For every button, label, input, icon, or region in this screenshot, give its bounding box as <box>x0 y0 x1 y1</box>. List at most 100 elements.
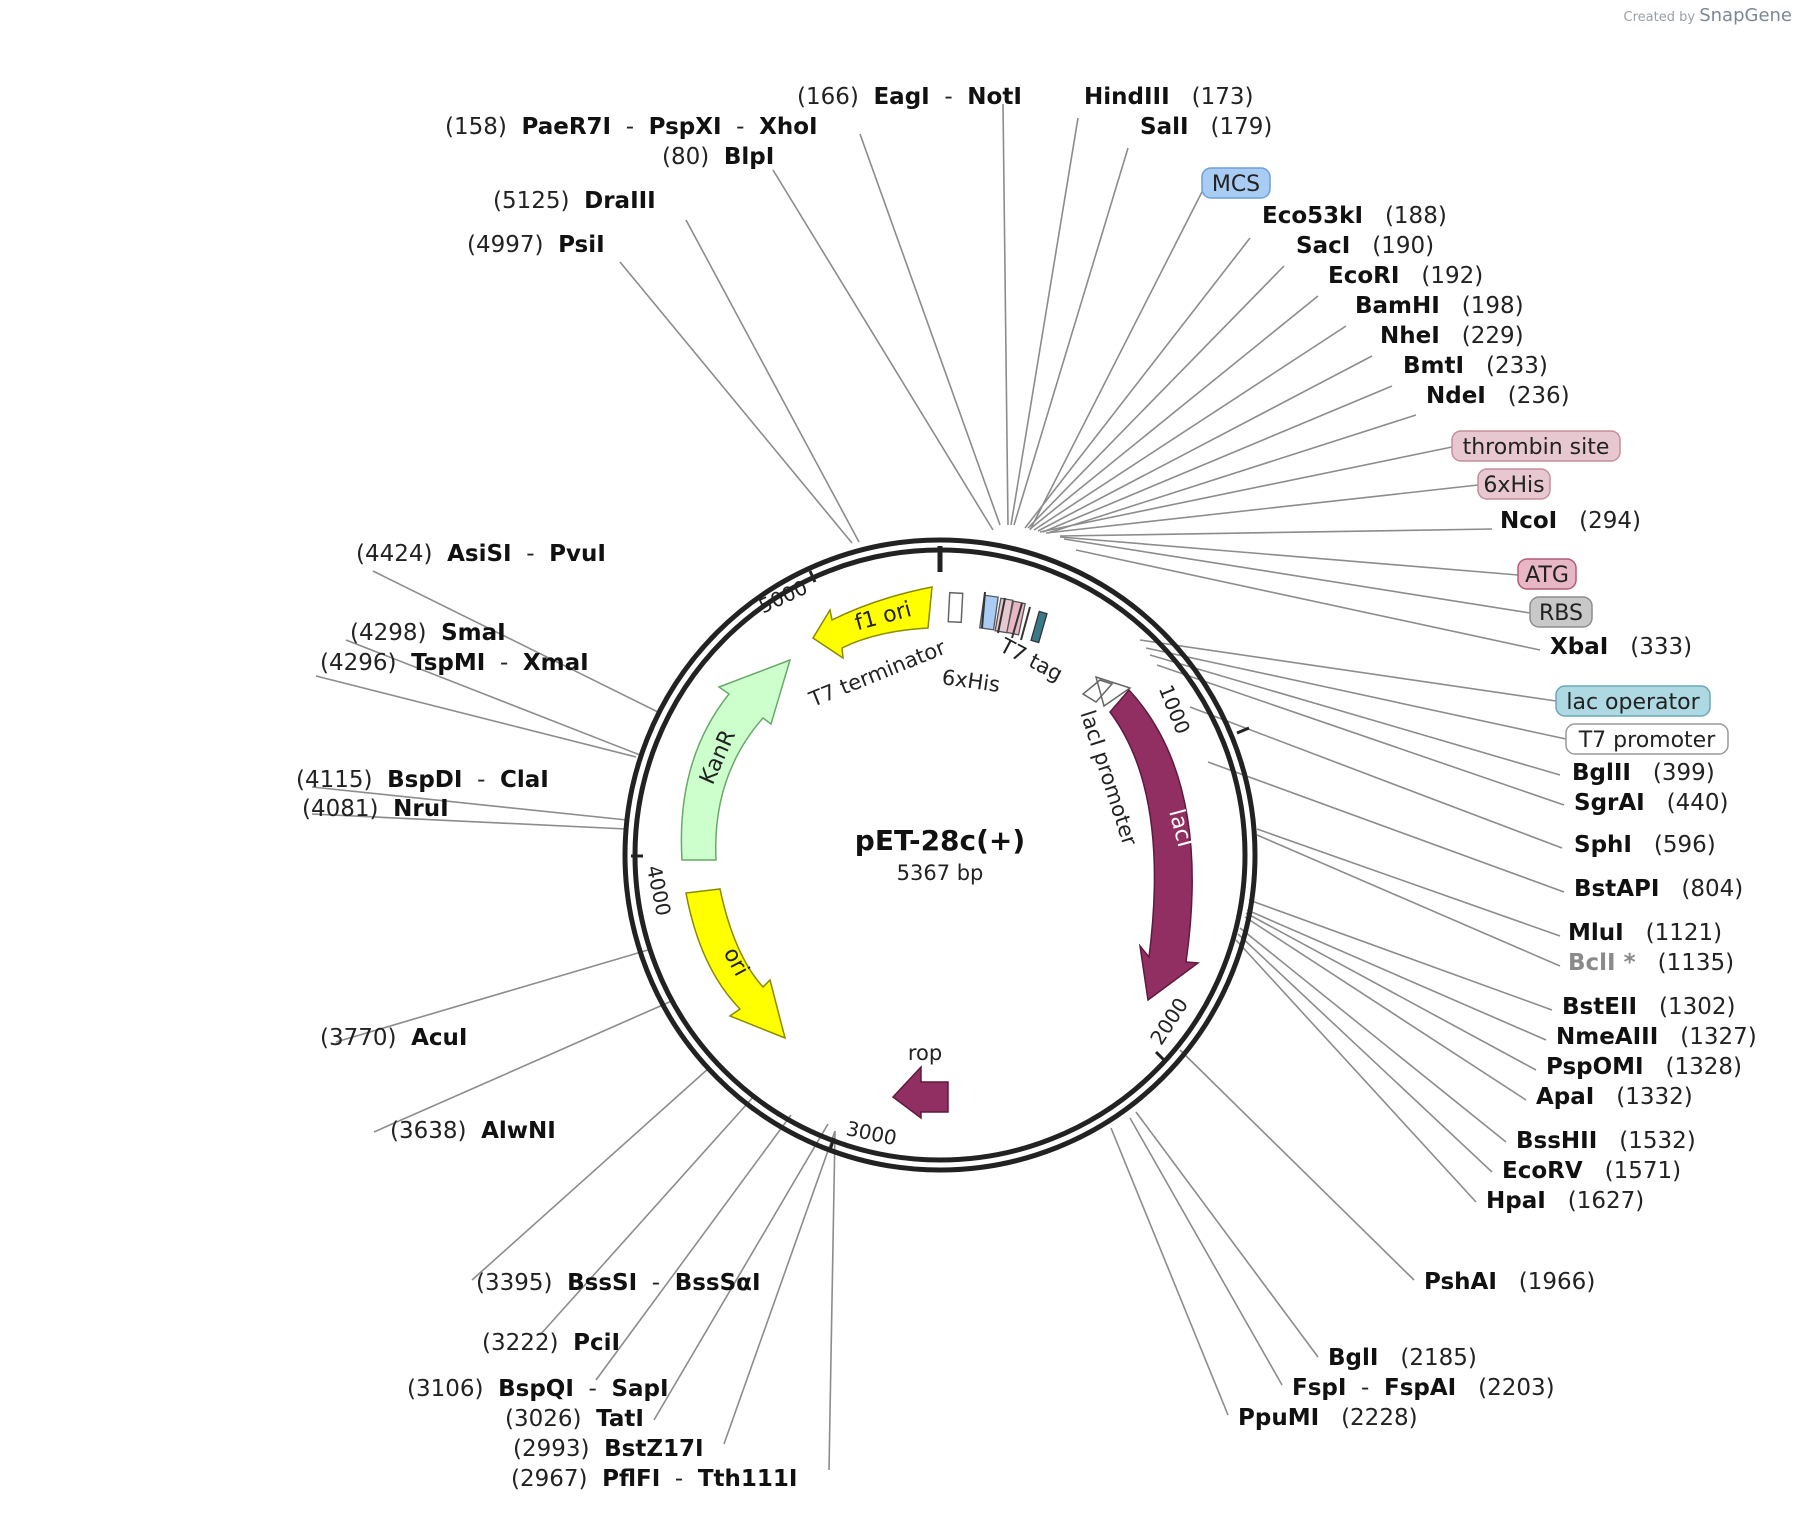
f1-ori-arrow <box>811 586 933 660</box>
rop-label: rop <box>908 1041 942 1065</box>
feature-leader-line <box>1029 185 1206 531</box>
site-leader-line <box>1059 528 1493 537</box>
site-leader-line <box>619 261 853 544</box>
restriction-site-label: SphI (596) <box>1574 832 1716 858</box>
restriction-site-label: BamHI (198) <box>1355 293 1524 319</box>
snapgene-logo: SnapGene <box>1699 5 1792 26</box>
feature-label-box <box>1565 723 1729 755</box>
restriction-site-label: Eco53kI (188) <box>1262 203 1447 229</box>
restriction-site-label: (3395) BssSI - BssSαI <box>476 1270 761 1296</box>
site-leader-line <box>1033 325 1347 531</box>
feature-label-text: RBS <box>1539 601 1583 626</box>
site-leader-line <box>311 786 628 821</box>
restriction-site-labels: (166) EagI - NotI(158) PaeR7I - PspXI - … <box>296 84 1757 1492</box>
restriction-site-label: NcoI (294) <box>1500 508 1641 534</box>
rop-arrow <box>891 1065 949 1120</box>
site-leader-line <box>1237 933 1493 1173</box>
feature-label-box <box>1517 558 1577 590</box>
restriction-site-label: (166) EagI - NotI <box>797 84 1022 110</box>
site-leader-line <box>372 570 661 714</box>
feature-label-text: thrombin site <box>1463 435 1610 460</box>
site-leader-line <box>1149 654 1561 776</box>
restriction-site-label: NheI (229) <box>1380 323 1524 349</box>
restriction-site-label: FspI - FspAI (2203) <box>1292 1375 1555 1401</box>
restriction-site-label: BglI (2185) <box>1328 1345 1477 1371</box>
site-leader-line <box>311 813 627 830</box>
restriction-site-label: (5125) DraIII <box>493 188 656 214</box>
restriction-site-label: (3026) TatI <box>505 1406 644 1432</box>
site-leader-line <box>1235 939 1477 1203</box>
feature-label-text: MCS <box>1212 172 1260 197</box>
site-leader-line <box>1179 1049 1415 1281</box>
plasmid-name: pET-28c(+) <box>855 824 1025 857</box>
restriction-site-label: HindIII (173) <box>1084 84 1253 110</box>
site-leader-line <box>1037 355 1373 532</box>
restriction-site-label: (4296) TspMI - XmaI <box>320 650 589 676</box>
feature-leader-line <box>1045 484 1479 534</box>
restriction-site-label: BclI * (1135) <box>1568 950 1734 976</box>
restriction-site-label: SgrAI (440) <box>1574 790 1729 816</box>
site-leader-line <box>1075 549 1541 651</box>
site-leader-line <box>685 219 860 543</box>
feature-label-box <box>1555 685 1711 717</box>
feature-label-box <box>1477 468 1551 500</box>
site-leader-line <box>723 1130 836 1445</box>
his-inner-label: 6xHis <box>940 665 1001 697</box>
feature-rop: rop <box>891 1041 949 1120</box>
site-leader-line <box>1244 916 1527 1101</box>
site-leader-line <box>1189 706 1563 849</box>
site-leader-line <box>1002 103 1009 526</box>
lacI-arrow <box>1109 688 1201 1002</box>
site-leader-line <box>315 675 637 758</box>
site-leader-line <box>1129 1117 1283 1386</box>
restriction-site-label: (80) BlpI <box>662 144 774 170</box>
credit-prefix: Created by <box>1623 10 1696 25</box>
restriction-site-label: (2967) PflFI - Tth111I <box>511 1466 797 1492</box>
backbone-outer <box>622 537 1258 1173</box>
t7-terminator-box <box>947 591 964 624</box>
site-leader-line <box>1047 414 1417 534</box>
restriction-site-label: PshAI (1966) <box>1424 1269 1595 1295</box>
site-leader-line <box>1239 927 1507 1143</box>
restriction-site-label: (2993) BstZ17I <box>513 1436 704 1462</box>
site-leader-line <box>1110 1127 1229 1416</box>
feature-leader-line <box>1039 446 1453 533</box>
restriction-site-label: EcoRI (192) <box>1328 263 1483 289</box>
restriction-site-label: SalI (179) <box>1140 114 1272 140</box>
feature-lacI: lacI <box>1109 688 1201 1002</box>
feature-label-text: ATG <box>1525 563 1569 588</box>
restriction-site-label: (4115) BspDI - ClaI <box>296 767 549 793</box>
site-leader-line <box>1013 147 1129 526</box>
restriction-site-label: BmtI (233) <box>1403 353 1548 379</box>
restriction-site-label: (3106) BspQI - SapI <box>407 1376 669 1402</box>
restriction-site-label: MluI (1121) <box>1568 920 1722 946</box>
restriction-site-label: (4298) SmaI <box>350 620 506 646</box>
feature-label-box <box>1201 167 1271 199</box>
site-leader-line <box>335 949 649 1043</box>
restriction-site-label: NdeI (236) <box>1426 383 1570 409</box>
feature-leader-line <box>1145 647 1567 740</box>
site-leader-line <box>471 1067 710 1281</box>
feature-leader-line <box>1059 536 1519 576</box>
restriction-site-label: PspOMI (1328) <box>1546 1054 1742 1080</box>
feature-label-box <box>1529 596 1593 628</box>
site-leader-line <box>1245 912 1537 1071</box>
site-leader-line <box>1256 834 1561 967</box>
restriction-site-label: SacI (190) <box>1296 233 1434 259</box>
restriction-site-label: (4081) NruI <box>302 796 449 822</box>
tick-4000: 4000 <box>642 863 676 918</box>
restriction-site-label: BglII (399) <box>1572 760 1715 786</box>
restriction-site-label: (3638) AlwNI <box>390 1118 556 1144</box>
site-leader-line <box>373 999 675 1133</box>
site-leader-line <box>1135 1111 1319 1358</box>
site-leader-line <box>828 1130 836 1471</box>
feature-kanr: KanR <box>680 658 792 861</box>
site-leader-line <box>653 1123 829 1421</box>
ori-arrow <box>685 888 787 1040</box>
restriction-site-label: ApaI (1332) <box>1536 1084 1693 1110</box>
feature-label-box <box>1451 430 1621 462</box>
t7-tag-label: T7 tag <box>995 633 1067 686</box>
feature-ori: ori <box>685 888 787 1040</box>
restriction-site-label: BstAPI (804) <box>1574 876 1743 902</box>
site-leader-line <box>1207 761 1565 893</box>
